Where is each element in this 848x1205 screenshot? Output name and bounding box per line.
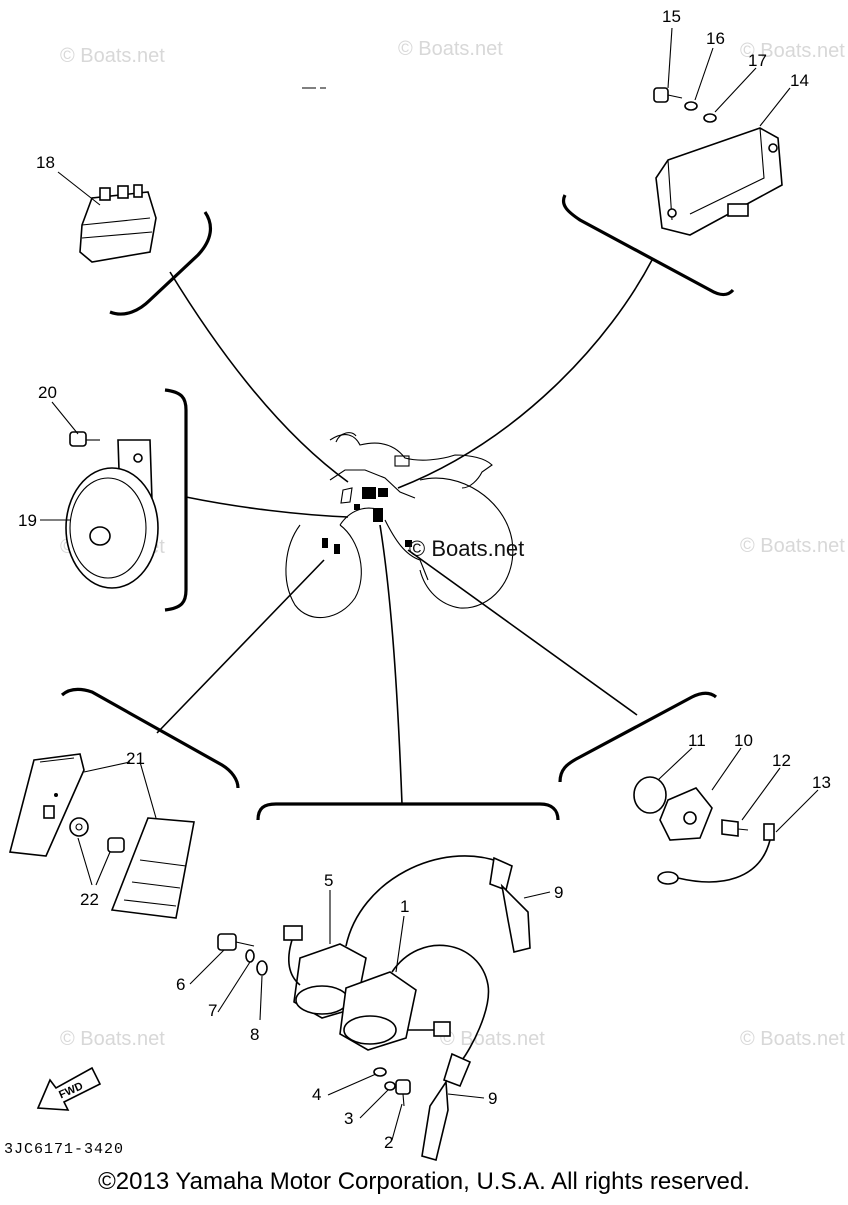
relay-18	[79, 184, 157, 263]
watermark: © Boats.net	[60, 45, 165, 67]
callout-14: 14	[790, 71, 809, 90]
watermark: © Boats.net	[60, 1028, 165, 1050]
o-ring-11	[633, 776, 667, 814]
small-hardware	[217, 933, 411, 1107]
callout-19: 19	[18, 511, 37, 530]
watermark: © Boats.net	[740, 535, 845, 557]
callout-15: 15	[662, 7, 681, 26]
callout-3: 3	[344, 1109, 353, 1128]
callout-22: 22	[80, 890, 99, 909]
cdi-unit-14	[655, 127, 783, 236]
callout-10: 10	[734, 731, 753, 750]
screw-12	[721, 819, 749, 837]
watermark-center: © Boats.net	[409, 536, 524, 561]
washer-17	[703, 113, 717, 123]
callout-leaders	[40, 27, 819, 1141]
watermark: © Boats.net	[398, 38, 503, 60]
callout-12: 12	[772, 751, 791, 770]
callout-16: 16	[706, 29, 725, 48]
spark-plug-cap-9b	[421, 1052, 472, 1161]
reflector-21b	[110, 817, 195, 919]
copyright-notice: ©2013 Yamaha Motor Corporation, U.S.A. A…	[98, 1168, 750, 1195]
nut-22	[69, 817, 125, 853]
callout-18: 18	[36, 153, 55, 172]
bolt-15	[653, 87, 683, 103]
connection-lines	[156, 259, 653, 805]
motorcycle-outline	[285, 432, 514, 619]
callout-8: 8	[250, 1025, 259, 1044]
watermark: © Boats.net	[740, 1028, 845, 1050]
callout-2: 2	[384, 1133, 393, 1152]
callout-labels: 15 16 17 14 18 20 19 21 22 11 10 12 13 9…	[18, 7, 831, 1152]
spark-plug-cap-9a	[489, 856, 531, 953]
reflector-21	[8, 753, 85, 857]
callout-9: 9	[488, 1089, 497, 1108]
callout-7: 7	[208, 1001, 217, 1020]
diagram-code: 3JC6171-3420	[4, 1141, 125, 1158]
callout-1: 1	[400, 897, 409, 916]
horn-19	[65, 439, 159, 589]
callout-17: 17	[748, 51, 767, 70]
callout-6: 6	[176, 975, 185, 994]
callout-20: 20	[38, 383, 57, 402]
watermark: © Boats.net	[440, 1028, 545, 1050]
ignition-coil-1	[339, 971, 451, 1051]
callout-9: 9	[554, 883, 563, 902]
callout-5: 5	[324, 871, 333, 890]
fwd-arrow-icon: FWD	[36, 1066, 102, 1111]
washer-16	[684, 101, 698, 111]
watermark: © Boats.net	[740, 40, 845, 62]
callout-13: 13	[812, 773, 831, 792]
plug-leads	[345, 855, 501, 1061]
callout-4: 4	[312, 1085, 321, 1104]
switch-10	[659, 787, 713, 841]
bolt-20	[69, 431, 100, 447]
callout-11: 11	[688, 731, 706, 750]
callout-21: 21	[126, 749, 145, 768]
lead-wire-13	[657, 823, 775, 885]
